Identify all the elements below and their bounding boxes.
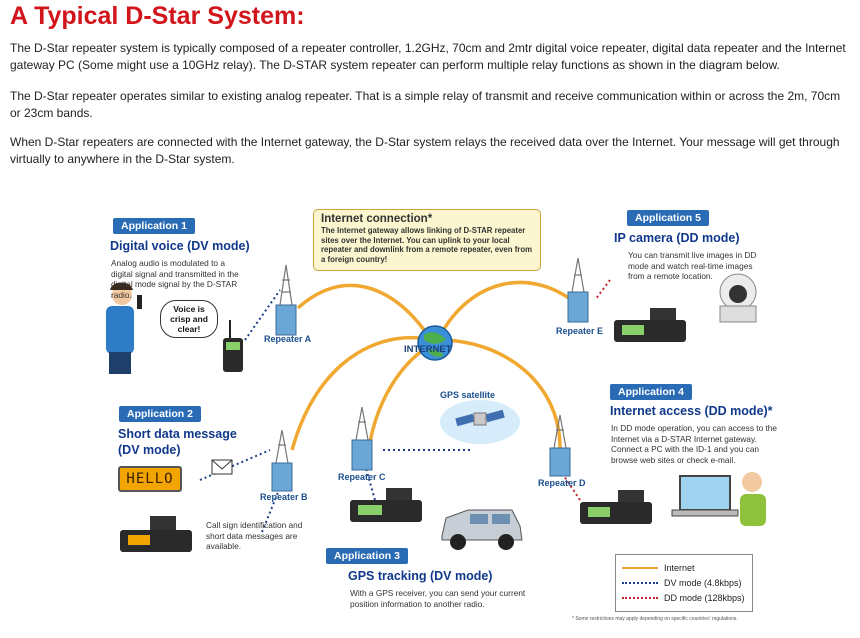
gps-satellite-label: GPS satellite: [440, 390, 496, 400]
gps-mobile-radio-icon: [350, 488, 422, 522]
application-2-text: Call sign identification and short data …: [206, 520, 303, 551]
application-1-text: Analog audio is modulated to a digital s…: [111, 258, 239, 300]
repeater-b-label: Repeater B: [260, 492, 308, 502]
gps-satellite-icon: [440, 400, 520, 444]
voice-bubble: Voice is crisp and clear!: [160, 300, 218, 338]
internet-label: INTERNET: [404, 344, 452, 355]
legend-label-dd: DD mode (128kbps): [664, 592, 745, 603]
diagram-footnote: * Some restrictions may apply depending …: [572, 616, 738, 622]
hello-display: HELLO: [118, 466, 182, 492]
legend-row-dd: DD mode (128kbps): [622, 590, 746, 605]
application-5-tag: Application 5: [627, 210, 709, 226]
legend-swatch-dd: [622, 596, 658, 599]
person-handheld-icon: [106, 282, 142, 374]
mobile-radio-app2-icon: [120, 516, 192, 552]
repeater-c-tower: [351, 406, 373, 471]
envelope-icon: [211, 459, 233, 475]
legend-label-internet: Internet: [664, 562, 695, 573]
person-computer-icon: [740, 472, 766, 526]
intro-paragraph-1: The D-Star repeater system is typically …: [10, 41, 846, 72]
application-3-text: With a GPS receiver, you can send your c…: [350, 588, 526, 609]
dd-link-camera: [594, 279, 611, 301]
application-1-tag: Application 1: [113, 218, 195, 234]
legend-row-internet: Internet: [622, 560, 746, 575]
internet-link-a: [296, 283, 432, 339]
car-icon: [441, 509, 523, 550]
legend-swatch-internet: [622, 566, 658, 569]
ip-camera-icon: [719, 273, 757, 323]
repeater-a-tower: [275, 264, 297, 336]
repeater-d-tower: [549, 414, 571, 477]
application-3-tag: Application 3: [326, 548, 408, 564]
application-5-text: You can transmit live images in DD mode …: [628, 250, 757, 281]
application-4-text: In DD mode operation, you can access to …: [611, 423, 778, 465]
internet-links: [290, 280, 580, 451]
internet-link-c: [368, 343, 433, 443]
mobile-radio-app5-icon: [614, 308, 686, 342]
internet-connection-title: Internet connection*: [321, 213, 433, 225]
application-2-tag: Application 2: [119, 406, 201, 422]
mobile-radio-app4-icon: [580, 490, 652, 524]
dv-link-gps-radio: [364, 464, 376, 501]
internet-connection-text: The Internet gateway allows linking of D…: [321, 226, 533, 264]
repeater-a-label: Repeater A: [264, 334, 312, 344]
repeater-e-tower: [567, 257, 589, 323]
page-title: A Typical D-Star System:: [10, 2, 305, 30]
handheld-radio-icon: [223, 320, 243, 372]
repeater-b-tower: [271, 429, 293, 492]
dv-link-voice: [244, 289, 281, 341]
internet-globe-icon: [417, 325, 453, 361]
dstar-system-diagram: Internet connection* The Internet gatewa…: [0, 180, 860, 638]
laptop-icon: [671, 475, 739, 517]
application-1-title: Digital voice (DV mode): [110, 239, 250, 253]
internet-link-d: [439, 338, 562, 449]
internet-connection-box: Internet connection* The Internet gatewa…: [313, 209, 541, 271]
intro-paragraph-2: The D-Star repeater operates similar to …: [10, 89, 841, 120]
legend-swatch-dv: [622, 581, 658, 584]
diagram-graphics: [106, 257, 766, 552]
diagram-legend: Internet DV mode (4.8kbps) DD mode (128k…: [615, 554, 753, 612]
repeater-e-label: Repeater E: [556, 326, 604, 336]
application-2-title: Short data message (DV mode): [118, 427, 237, 457]
legend-row-dv: DV mode (4.8kbps): [622, 575, 746, 590]
application-3-title: GPS tracking (DV mode): [348, 569, 493, 583]
application-4-title: Internet access (DD mode)*: [610, 404, 773, 418]
repeater-d-label: Repeater D: [538, 478, 586, 488]
application-5-title: IP camera (DD mode): [614, 231, 740, 245]
internet-link-e: [438, 280, 580, 337]
internet-link-b: [290, 335, 431, 451]
intro-paragraph-3: When D-Star repeaters are connected with…: [10, 135, 840, 166]
legend-label-dv: DV mode (4.8kbps): [664, 577, 742, 588]
repeater-c-label: Repeater C: [338, 472, 386, 482]
application-4-tag: Application 4: [610, 384, 692, 400]
